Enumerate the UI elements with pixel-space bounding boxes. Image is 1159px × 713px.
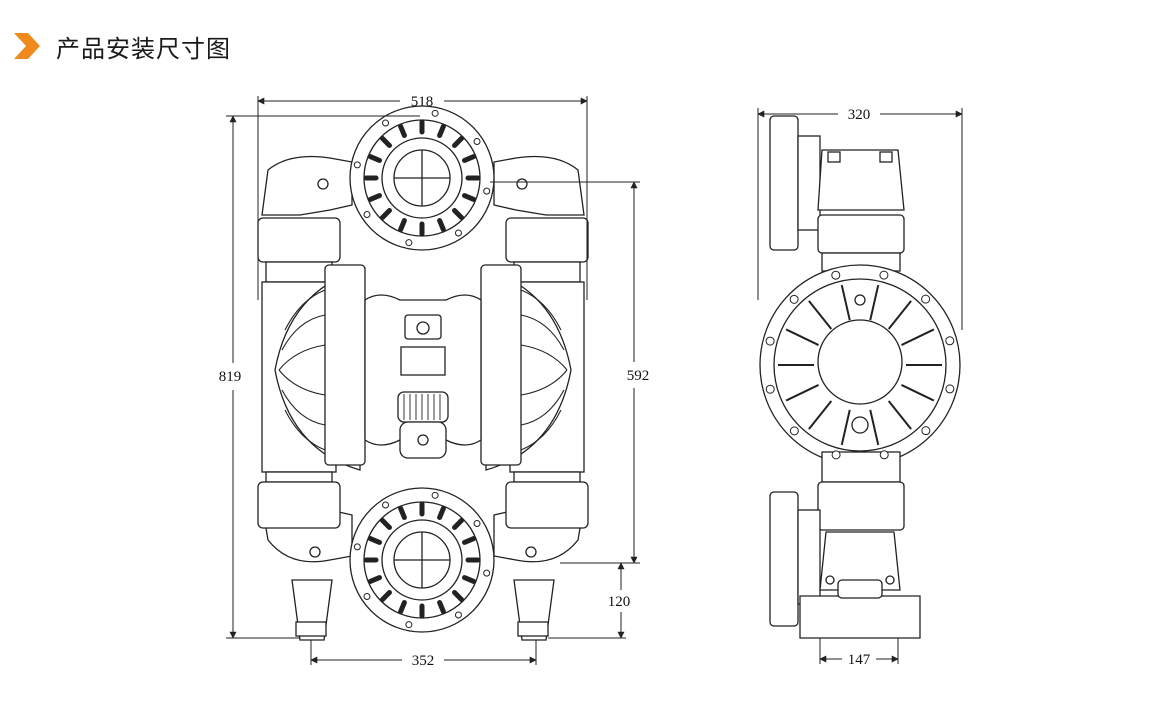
- flange-bolt: [454, 611, 462, 619]
- dim-147-label: 147: [848, 652, 871, 668]
- flange-bolt: [353, 161, 361, 169]
- flange-bolt: [454, 229, 462, 237]
- body-rib: [785, 328, 819, 346]
- body-bolt: [921, 426, 931, 436]
- body-rib: [869, 409, 880, 446]
- flange-rib: [367, 193, 383, 202]
- body-rib: [840, 409, 851, 446]
- page-title: 产品安装尺寸图: [56, 34, 231, 63]
- flange-rib: [367, 536, 383, 545]
- flange-bolt: [473, 520, 481, 528]
- dimension-labels: 518 819 592 120 352 320 147: [219, 94, 871, 669]
- flange-rib: [452, 135, 465, 148]
- body-bolt: [789, 426, 799, 436]
- dimension-lines: [226, 96, 963, 665]
- body-rib: [869, 284, 880, 321]
- body-rib: [808, 400, 833, 430]
- side-body-ribs: [765, 270, 955, 460]
- dim-120-label: 120: [608, 594, 631, 610]
- body-bolt: [765, 384, 775, 394]
- dim-352-label: 352: [412, 653, 435, 669]
- body-rib: [808, 300, 833, 330]
- flange-bolt: [363, 592, 371, 600]
- flange-rib: [398, 217, 407, 233]
- flange-rib: [398, 123, 407, 139]
- body-bolt: [945, 336, 955, 346]
- flange-rib: [437, 123, 446, 139]
- flange-rib: [367, 575, 383, 584]
- flange-rib: [379, 208, 392, 221]
- body-rib: [887, 400, 912, 430]
- flange-bolt: [473, 138, 481, 146]
- flange-rib: [379, 590, 392, 603]
- dim-320-label: 320: [848, 107, 871, 123]
- body-bolt: [921, 294, 931, 304]
- flange-rib: [452, 208, 465, 221]
- flange-rib: [437, 217, 446, 233]
- dim-518-label: 518: [411, 94, 434, 110]
- orange-chevron-icon: [14, 33, 40, 59]
- body-bolt: [831, 270, 841, 280]
- flange-rib: [398, 505, 407, 521]
- body-bolt: [765, 336, 775, 346]
- flange-rib: [461, 154, 477, 163]
- flange-bolt: [363, 210, 371, 218]
- flange-rib: [379, 135, 392, 148]
- flange-rib: [367, 154, 383, 163]
- flange-rib: [452, 590, 465, 603]
- flange-bolt: [405, 239, 413, 247]
- page-header: 产品安装尺寸图: [12, 26, 231, 66]
- flange-rib: [398, 599, 407, 615]
- dim-592-label: 592: [627, 368, 650, 384]
- flange-bolt: [353, 543, 361, 551]
- flange-bolt: [405, 621, 413, 629]
- flange-bolt: [483, 187, 491, 195]
- body-bolt: [945, 384, 955, 394]
- body-rib: [901, 384, 935, 402]
- body-rib: [901, 328, 935, 346]
- flange-bolt: [431, 109, 439, 117]
- flange-bolt: [382, 501, 390, 509]
- body-bolt: [879, 450, 889, 460]
- body-bolt: [831, 450, 841, 460]
- body-bolt: [879, 270, 889, 280]
- flange-bolt: [431, 491, 439, 499]
- flange-rib: [437, 505, 446, 521]
- side-view-pump: [759, 115, 961, 639]
- flange-rib: [379, 517, 392, 530]
- flange-rib: [452, 517, 465, 530]
- body-rib: [840, 284, 851, 321]
- flange-rib: [461, 536, 477, 545]
- flange-bolt: [382, 119, 390, 127]
- dim-819-label: 819: [219, 369, 242, 385]
- front-view-pump: [257, 105, 589, 641]
- flange-rib: [461, 193, 477, 202]
- body-rib: [785, 384, 819, 402]
- flange-bolt: [483, 569, 491, 577]
- flange-rib: [461, 575, 477, 584]
- body-bolt: [789, 294, 799, 304]
- flange-rib-pattern: [353, 109, 491, 629]
- body-rib: [887, 300, 912, 330]
- flange-rib: [437, 599, 446, 615]
